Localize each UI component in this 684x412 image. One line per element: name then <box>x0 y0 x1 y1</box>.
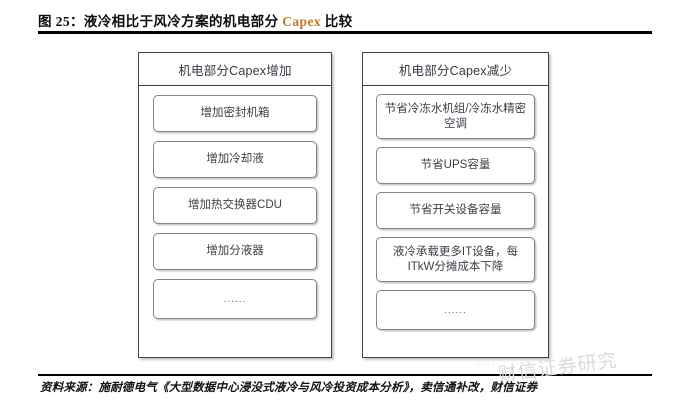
figure-title: 图 25：液冷相比于风冷方案的机电部分 Capex 比较 <box>38 10 652 30</box>
column-capex-decrease: 机电部分Capex减少 节省冷冻水机组/冷冻水精密空调 节省UPS容量 节省开关… <box>362 52 549 358</box>
item-box-chilled-water-savings: 节省冷冻水机组/冷冻水精密空调 <box>376 94 535 139</box>
column-body-increase: 增加密封机箱 增加冷却液 增加热交换器CDU 增加分液器 ...... <box>139 86 331 357</box>
item-box-ellipsis-decrease: ...... <box>376 290 535 330</box>
item-box-sealed-chassis: 增加密封机箱 <box>153 95 317 132</box>
item-box-it-density-cost-reduction: 液冷承载更多IT设备，每ITkW分摊成本下降 <box>376 237 535 282</box>
title-divider-rule <box>38 31 652 34</box>
item-box-switchgear-capacity-savings: 节省开关设备容量 <box>376 192 535 229</box>
figure-title-prefix: 图 25：液冷相比于风冷方案的机电部分 <box>38 14 283 29</box>
item-box-cdu-heat-exchanger: 增加热交换器CDU <box>153 187 317 224</box>
column-body-decrease: 节省冷冻水机组/冷冻水精密空调 节省UPS容量 节省开关设备容量 液冷承载更多I… <box>363 86 548 357</box>
item-box-liquid-distributor: 增加分液器 <box>153 233 317 270</box>
figure-title-suffix: 比较 <box>321 14 353 29</box>
capex-comparison-diagram: 机电部分Capex增加 增加密封机箱 增加冷却液 增加热交换器CDU 增加分液器… <box>0 40 684 365</box>
item-box-ellipsis-increase: ...... <box>153 279 317 319</box>
item-box-coolant: 增加冷却液 <box>153 141 317 178</box>
column-header-decrease: 机电部分Capex减少 <box>363 53 548 86</box>
column-header-increase: 机电部分Capex增加 <box>139 53 331 86</box>
figure-title-accent: Capex <box>282 14 321 29</box>
source-attribution: 资料来源：施耐德电气《大型数据中心浸没式液冷与风冷投资成本分析》，卖信通补改，财… <box>40 382 538 394</box>
column-capex-increase: 机电部分Capex增加 增加密封机箱 增加冷却液 增加热交换器CDU 增加分液器… <box>138 52 332 358</box>
footer-divider-rule <box>38 374 652 376</box>
item-box-ups-capacity-savings: 节省UPS容量 <box>376 147 535 184</box>
